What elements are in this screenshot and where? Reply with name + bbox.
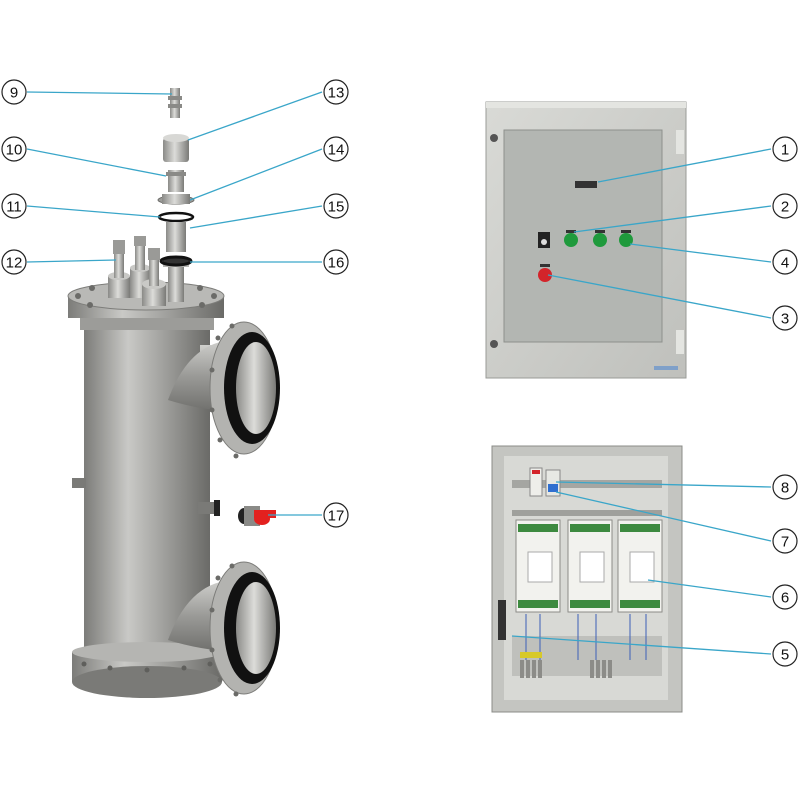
side-port-left (72, 478, 86, 488)
part-16-o-ring (159, 255, 193, 267)
callout-11: 11 (1, 193, 27, 219)
ballast-modules (515, 519, 663, 613)
callout-7: 7 (772, 528, 798, 554)
top-din-rail (512, 480, 662, 488)
part-9-connector (170, 88, 180, 118)
control-cabinet-open (491, 445, 683, 713)
callout-16: 16 (323, 249, 349, 275)
uv-reactor (67, 88, 280, 698)
callout-2: 2 (772, 193, 798, 219)
red-stop-button (538, 268, 552, 282)
callout-9: 9 (1, 79, 27, 105)
callout-label: 8 (781, 480, 789, 497)
callout-label: 1 (781, 142, 789, 159)
callout-label: 3 (781, 311, 789, 328)
callout-label: 2 (781, 199, 789, 216)
part-15-sleeve-nut (166, 222, 186, 252)
callout-label: 7 (781, 534, 789, 551)
exploded-lamp-assembly (157, 88, 195, 267)
control-cabinet-closed (485, 101, 687, 379)
part-11-o-ring (157, 211, 195, 223)
callout-label: 6 (781, 590, 789, 607)
callout-label: 4 (781, 255, 789, 272)
callout-label: 9 (10, 85, 18, 102)
callout-13: 13 (323, 79, 349, 105)
green-indicator-3 (619, 233, 633, 247)
callout-label: 12 (6, 255, 23, 272)
callout-14: 14 (323, 136, 349, 162)
callout-label: 14 (328, 142, 345, 159)
callout-label: 16 (328, 255, 345, 272)
callout-8: 8 (772, 474, 798, 500)
circuit-breaker (529, 467, 543, 497)
callout-4: 4 (772, 249, 798, 275)
callout-10: 10 (1, 136, 27, 162)
leader-lines (26, 91, 772, 655)
lamp-housings (108, 236, 189, 306)
part-17-valve (238, 506, 276, 526)
callout-label: 5 (781, 647, 789, 664)
callout-17: 17 (323, 502, 349, 528)
terminal-blocks (520, 660, 612, 678)
callout-label: 17 (328, 508, 345, 525)
callout-3: 3 (772, 305, 798, 331)
callout-5: 5 (772, 641, 798, 667)
callout-1: 1 (772, 136, 798, 162)
callout-6: 6 (772, 584, 798, 610)
part-13-cap (163, 138, 189, 162)
callout-label: 15 (328, 199, 345, 216)
green-indicator-2 (593, 233, 607, 247)
callouts: 9 13 10 14 11 15 12 16 (1, 79, 798, 667)
green-indicator-1 (564, 233, 578, 247)
cabinet-window (503, 129, 663, 343)
callout-label: 13 (328, 85, 345, 102)
hour-counter-display (575, 181, 597, 188)
callout-label: 10 (6, 142, 23, 159)
callout-12: 12 (1, 249, 27, 275)
callout-label: 11 (6, 199, 22, 216)
callout-15: 15 (323, 193, 349, 219)
